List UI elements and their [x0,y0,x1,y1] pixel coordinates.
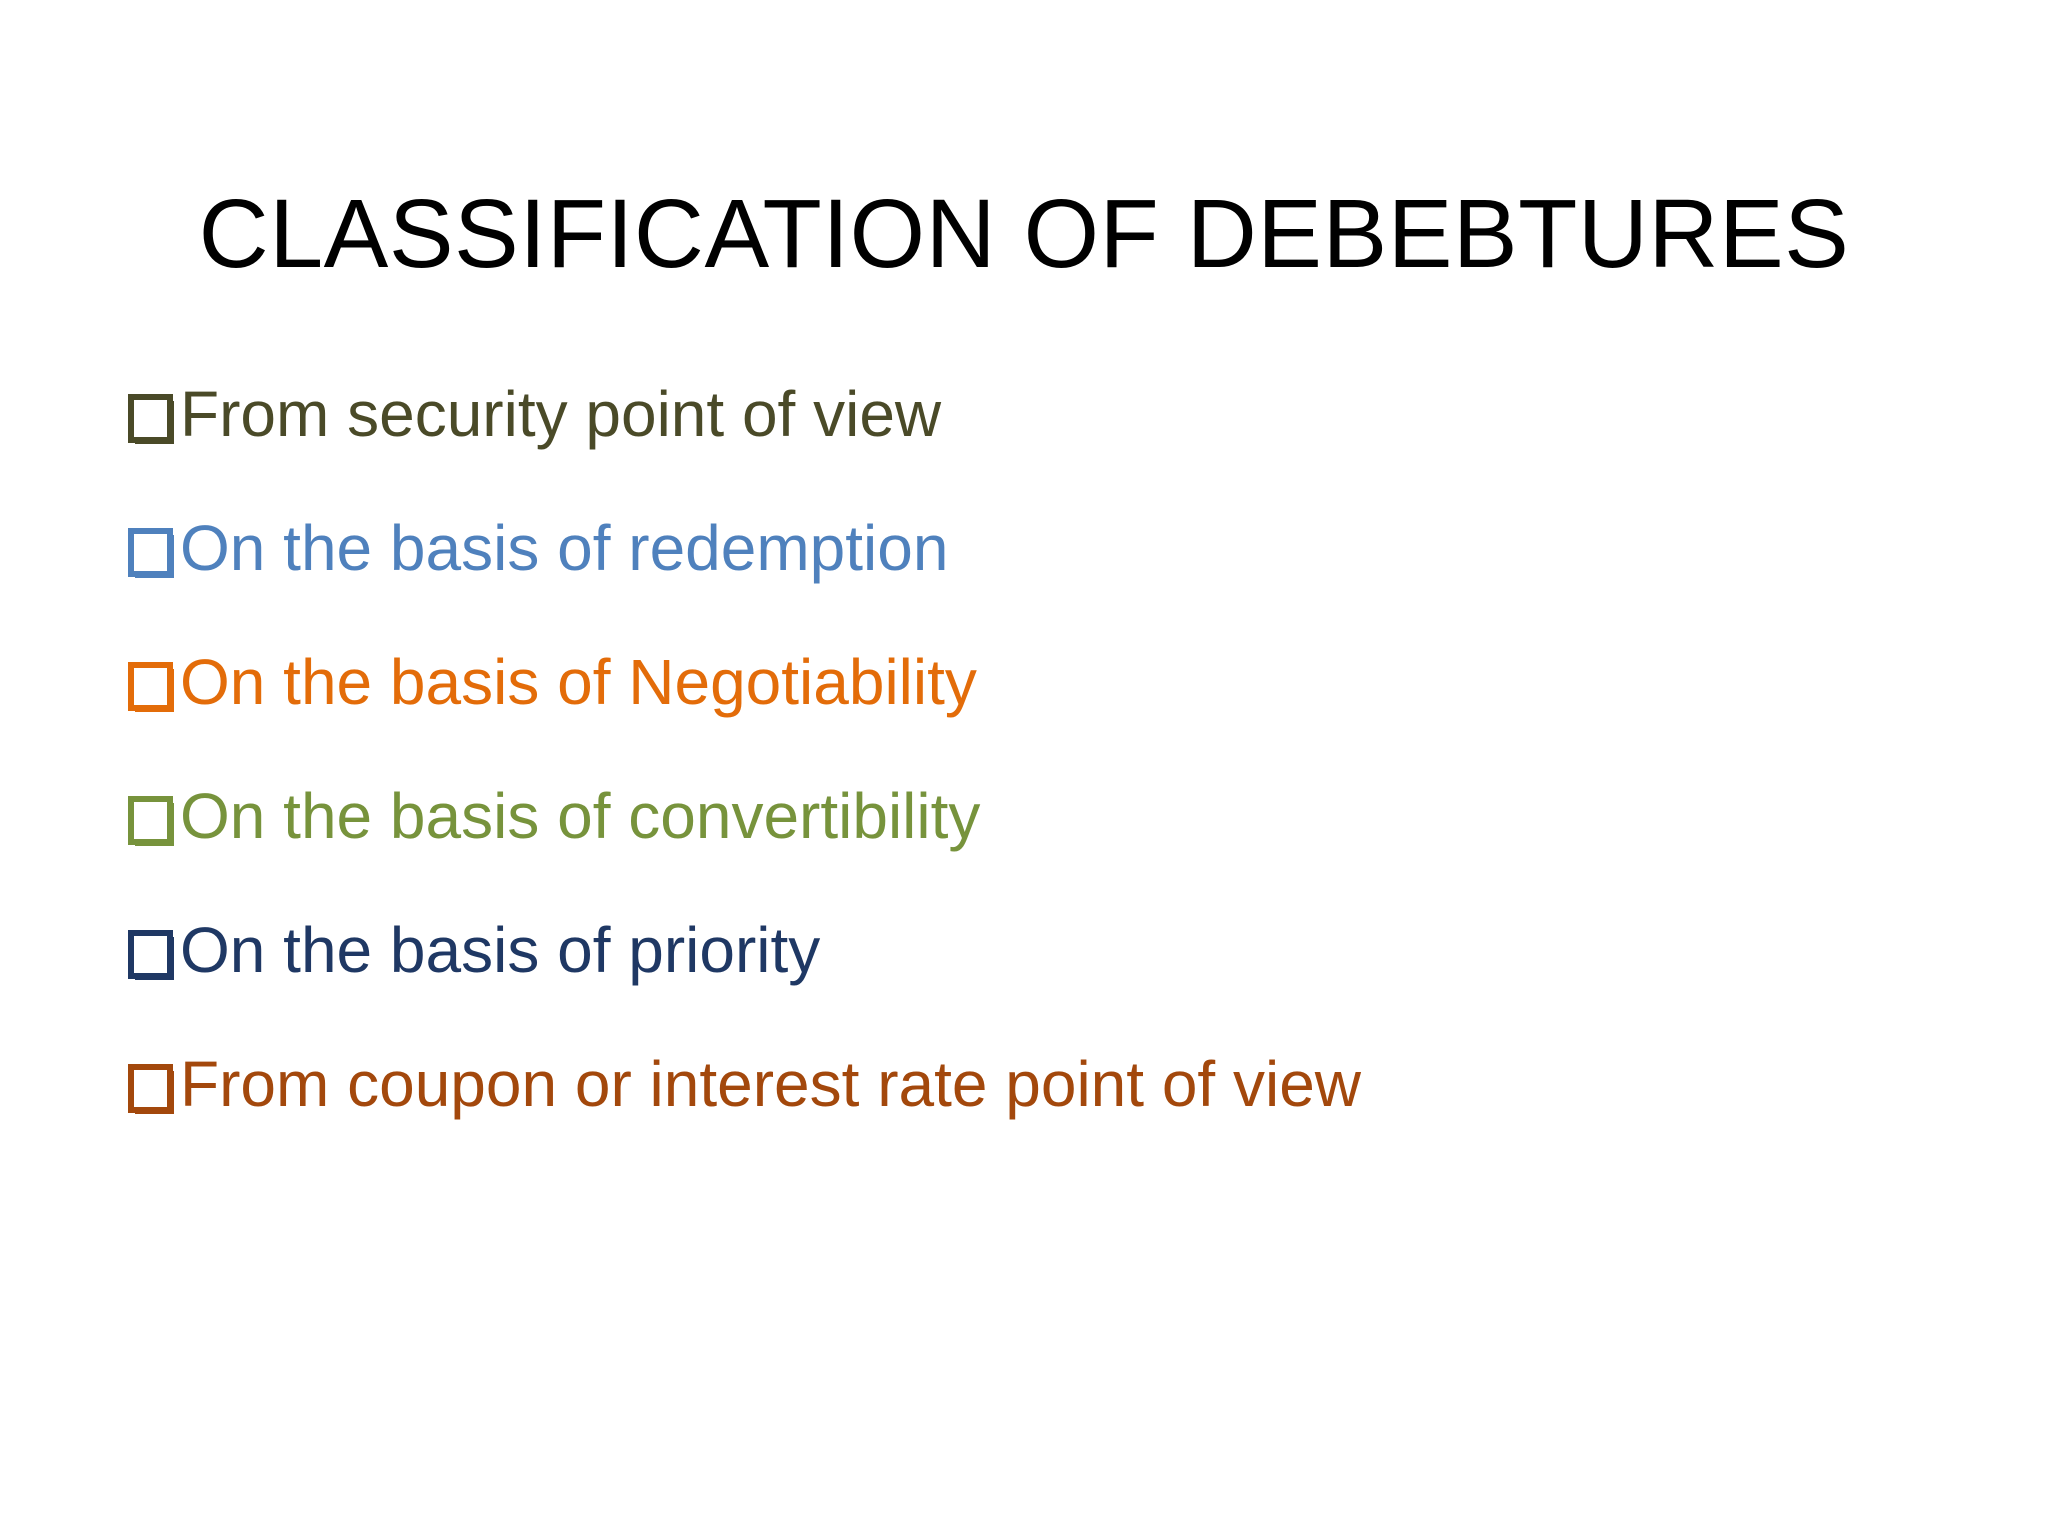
hollow-square-bullet-icon [128,394,174,444]
list-item-label: On the basis of redemption [180,512,949,584]
bullet-list: From security point of view On the basis… [128,372,1948,1176]
list-item-label: On the basis of convertibility [180,780,981,852]
list-item: On the basis of priority [128,908,1948,1042]
list-item-label: On the basis of priority [180,914,821,986]
hollow-square-bullet-icon [128,930,174,980]
hollow-square-bullet-icon [128,662,174,712]
list-item: From coupon or interest rate point of vi… [128,1042,1948,1176]
list-item: On the basis of redemption [128,506,1948,640]
list-item-label: From security point of view [180,378,942,450]
list-item: On the basis of convertibility [128,774,1948,908]
list-item-label: From coupon or interest rate point of vi… [180,1048,1361,1120]
slide-title: CLASSIFICATION OF DEBEBTURES [198,178,1850,288]
list-item: From security point of view [128,372,1948,506]
list-item: On the basis of Negotiability [128,640,1948,774]
hollow-square-bullet-icon [128,1064,174,1114]
hollow-square-bullet-icon [128,796,174,846]
list-item-label: On the basis of Negotiability [180,646,977,718]
hollow-square-bullet-icon [128,528,174,578]
